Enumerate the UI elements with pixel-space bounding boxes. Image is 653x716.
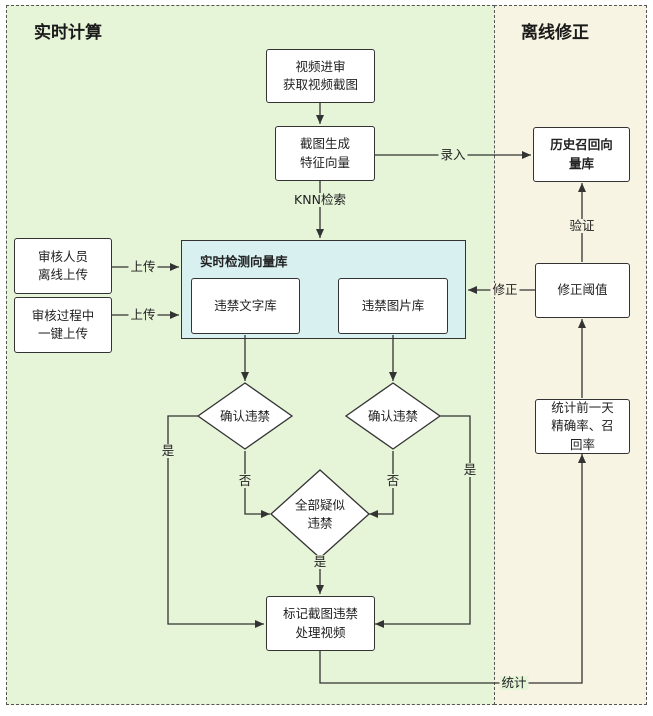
realtime-region	[6, 5, 495, 705]
edge-label-knn: KNN检索	[292, 192, 348, 207]
edge-label-yes-right: 是	[461, 462, 479, 477]
confirm-left-diamond	[196, 382, 294, 450]
edge-label-no-right: 否	[384, 473, 402, 488]
edge-label-no-left: 否	[236, 473, 254, 488]
reviewer-offline-node: 审核人员 离线上传	[14, 238, 112, 294]
edge-label-yes-left: 是	[159, 443, 177, 458]
offline-title: 离线修正	[521, 23, 589, 43]
edge-label-upload-2: 上传	[128, 307, 158, 322]
offline-region	[494, 5, 647, 705]
edge-label-verify: 验证	[567, 218, 597, 233]
threshold-node: 修正阈值	[535, 263, 630, 318]
confirm-right-label: 确认违禁	[367, 408, 419, 424]
edge-label-yes-mid: 是	[311, 554, 329, 569]
mark-video-node: 标记截图违禁 处理视频	[266, 596, 375, 651]
edge-label-stat: 统计	[499, 675, 529, 690]
text-lib-node: 违禁文字库	[191, 278, 300, 334]
video-review-node: 视频进审 获取视频截图	[266, 49, 375, 103]
realtime-vector-db-title: 实时检测向量库	[200, 254, 288, 269]
edge-label-record: 录入	[438, 147, 468, 162]
history-recall-db-node: 历史召回向 量库	[533, 127, 630, 182]
feature-vector-node: 截图生成 特征向量	[275, 126, 375, 181]
all-suspect-label: 全部疑似 违禁	[294, 497, 346, 531]
image-lib-node: 违禁图片库	[338, 278, 448, 334]
edge-label-correct: 修正	[490, 282, 520, 297]
confirm-left-label: 确认违禁	[219, 408, 271, 424]
edge-label-upload-1: 上传	[128, 259, 158, 274]
realtime-title: 实时计算	[34, 23, 102, 43]
stats-node: 统计前一天 精确率、召 回率	[535, 399, 630, 454]
review-oneclick-node: 审核过程中 一键上传	[14, 297, 112, 353]
confirm-right-diamond	[344, 382, 442, 450]
